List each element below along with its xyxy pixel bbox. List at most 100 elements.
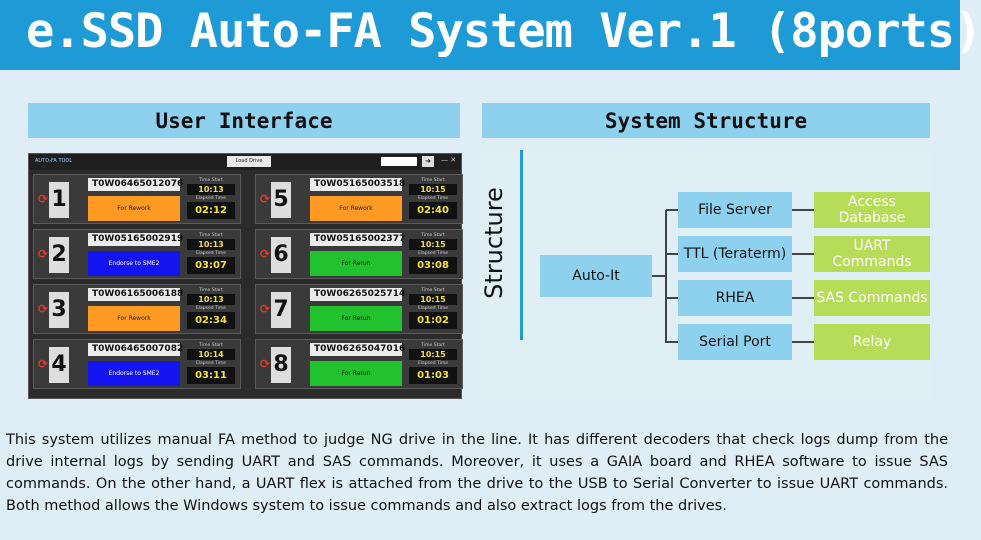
elapsed-time-label: Elapsed Time [195,361,227,366]
connector-line [652,275,666,277]
refresh-icon[interactable]: ⟳ [260,357,271,371]
status-button[interactable]: For Rerun [310,306,402,331]
app-header: AUTO-FA TOOL Load Drive ➜ — ✕ [29,154,461,170]
serial-number: T0W06165006188 [88,288,183,301]
elapsed-time-label: Elapsed Time [195,306,227,311]
time-start-label: Time Start [421,178,445,183]
time-start-value: 10:13 [187,294,235,305]
page-title: e.SSD Auto-FA System Ver.1 (8ports) [26,4,981,59]
refresh-icon[interactable]: ⟳ [260,247,271,261]
app-input-field[interactable] [381,157,417,166]
structure-bar [520,150,523,340]
time-start-label: Time Start [421,288,445,293]
time-start-label: Time Start [199,343,223,348]
status-button[interactable]: For Rerun [310,361,402,386]
elapsed-time-label: Elapsed Time [417,306,449,311]
time-start-label: Time Start [199,178,223,183]
time-start-label: Time Start [421,233,445,238]
elapsed-time-label: Elapsed Time [417,196,449,201]
connector-line [666,341,678,343]
port-number: 5 [271,182,291,218]
status-button[interactable]: Endorse to SME2 [88,251,180,276]
structure-box-right: Relay [814,324,930,360]
port-number: 3 [49,292,69,328]
port-number: 6 [271,237,291,273]
status-button[interactable]: For Rework [88,196,180,221]
refresh-icon[interactable]: ⟳ [38,302,49,316]
status-button[interactable]: For Rework [310,196,402,221]
load-drive-button[interactable]: Load Drive [227,156,271,167]
status-button[interactable]: Endorse to SME2 [88,361,180,386]
port-number: 8 [271,347,291,383]
serial-number: T0W06465012076 [88,178,183,191]
description-text: This system utilizes manual FA method to… [6,432,948,514]
structure-box-right: SAS Commands [814,280,930,316]
refresh-icon[interactable]: ⟳ [38,247,49,261]
elapsed-time-value: 03:08 [409,257,457,274]
time-start-label: Time Start [199,288,223,293]
time-start-label: Time Start [421,343,445,348]
structure-box-left: File Server [678,192,792,228]
serial-number: T0W06465007082 [88,343,183,356]
structure-box-left: Serial Port [678,324,792,360]
connector-line [666,209,678,211]
serial-number: T0W05165002919 [88,233,183,246]
connector-line [792,209,814,211]
time-start-label: Time Start [199,233,223,238]
elapsed-time-value: 01:02 [409,312,457,329]
elapsed-time-label: Elapsed Time [195,251,227,256]
elapsed-time-value: 02:40 [409,202,457,219]
elapsed-time-value: 03:11 [187,367,235,384]
elapsed-time-label: Elapsed Time [417,361,449,366]
arrow-icon[interactable]: ➜ [422,156,434,167]
serial-number: T0W06265025714 [310,288,405,301]
time-start-value: 10:13 [187,184,235,195]
connector-line [792,297,814,299]
serial-number: T0W05165003518 [310,178,405,191]
time-start-value: 10:15 [409,294,457,305]
serial-number: T0W05165002377 [310,233,405,246]
window-controls[interactable]: — ✕ [441,156,457,164]
section-header-system-structure: System Structure [482,103,930,138]
elapsed-time-value: 03:07 [187,257,235,274]
time-start-value: 10:15 [409,184,457,195]
structure-box-right: Access Database [814,192,930,228]
structure-box-left: TTL (Teraterm) [678,236,792,272]
refresh-icon[interactable]: ⟳ [260,302,271,316]
title-bar: e.SSD Auto-FA System Ver.1 (8ports) [0,0,981,70]
section-header-user-interface: User Interface [28,103,460,138]
port-number: 4 [49,347,69,383]
time-start-value: 10:14 [187,349,235,360]
refresh-icon[interactable]: ⟳ [260,192,271,206]
connector-line [666,253,678,255]
port-number: 1 [49,182,69,218]
elapsed-time-label: Elapsed Time [417,251,449,256]
elapsed-time-value: 02:12 [187,202,235,219]
status-button[interactable]: For Rerun [310,251,402,276]
elapsed-time-value: 01:03 [409,367,457,384]
connector-line [665,210,667,343]
structure-box-right: UART Commands [814,236,930,272]
status-button[interactable]: For Rework [88,306,180,331]
time-start-value: 10:15 [409,349,457,360]
refresh-icon[interactable]: ⟳ [38,192,49,206]
app-logo: AUTO-FA TOOL [35,158,73,164]
connector-line [666,297,678,299]
structure-label: Structure [480,187,508,299]
refresh-icon[interactable]: ⟳ [38,357,49,371]
time-start-value: 10:15 [409,239,457,250]
serial-number: T0W06265047016 [310,343,405,356]
port-number: 2 [49,237,69,273]
port-number: 7 [271,292,291,328]
elapsed-time-value: 02:34 [187,312,235,329]
elapsed-time-label: Elapsed Time [195,196,227,201]
